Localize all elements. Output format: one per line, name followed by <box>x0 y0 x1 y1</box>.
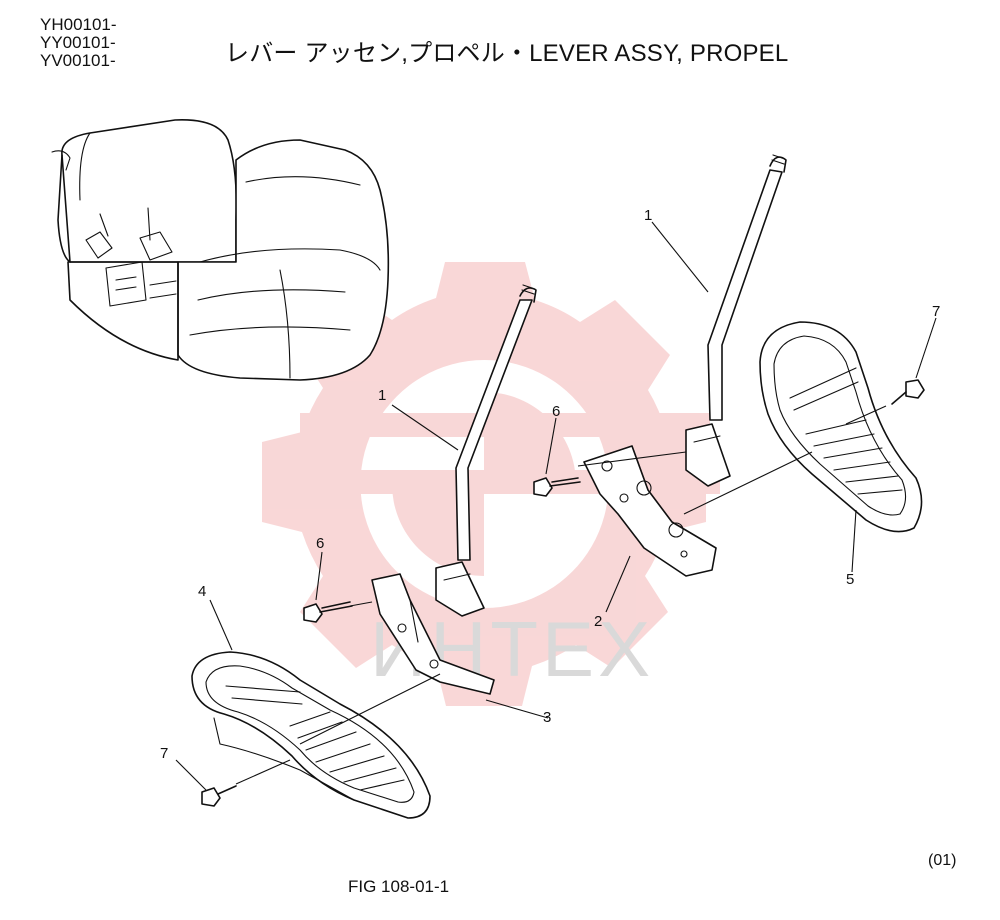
watermark-gear-logo <box>262 262 720 706</box>
callout-lever-left: 1 <box>378 387 386 404</box>
model-code: YY00101- <box>40 33 116 52</box>
bolt-right-pedal <box>891 379 925 405</box>
callout-pedal-left: 4 <box>198 583 206 600</box>
model-code: YH00101- <box>40 15 117 34</box>
lever-right <box>685 154 787 487</box>
sheet-number: (01) <box>928 852 957 869</box>
callout-pedal-right: 5 <box>846 571 854 588</box>
callout-lever-right: 1 <box>644 207 652 224</box>
bracket-left <box>371 573 495 695</box>
page-title: レバー アッセン,プロペル・LEVER ASSY, PROPEL <box>225 40 789 67</box>
figure-number: FIG 108-01-1 <box>348 877 450 896</box>
callout-bolt-right-bracket: 6 <box>552 403 560 420</box>
model-code: YV00101- <box>40 51 116 70</box>
callout-bolt-left-pedal: 7 <box>160 745 168 762</box>
callout-bracket-left: 3 <box>543 709 551 726</box>
bolt-left-bracket <box>303 601 353 623</box>
callout-leaders <box>175 221 937 791</box>
callout-bolt-left-bracket: 6 <box>316 535 324 552</box>
lever-left <box>435 284 537 617</box>
callout-bracket-right: 2 <box>594 613 602 630</box>
pedal-right <box>759 321 923 533</box>
pedal-left <box>191 651 431 819</box>
watermark-gear-shape <box>262 262 706 706</box>
watermark-bar <box>320 470 720 494</box>
callout-bolt-right-pedal: 7 <box>932 303 940 320</box>
watermark-bar <box>300 413 710 437</box>
bracket-right <box>583 445 717 577</box>
bolt-left-pedal <box>201 785 237 807</box>
assembly-lines <box>235 405 887 785</box>
bolt-right-bracket <box>533 477 581 497</box>
model-code-list: YH00101- YY00101- YV00101- <box>40 16 117 70</box>
operator-seat-console <box>51 119 390 381</box>
callout-labels: 1 1 2 3 4 5 6 6 7 7 <box>160 207 940 762</box>
